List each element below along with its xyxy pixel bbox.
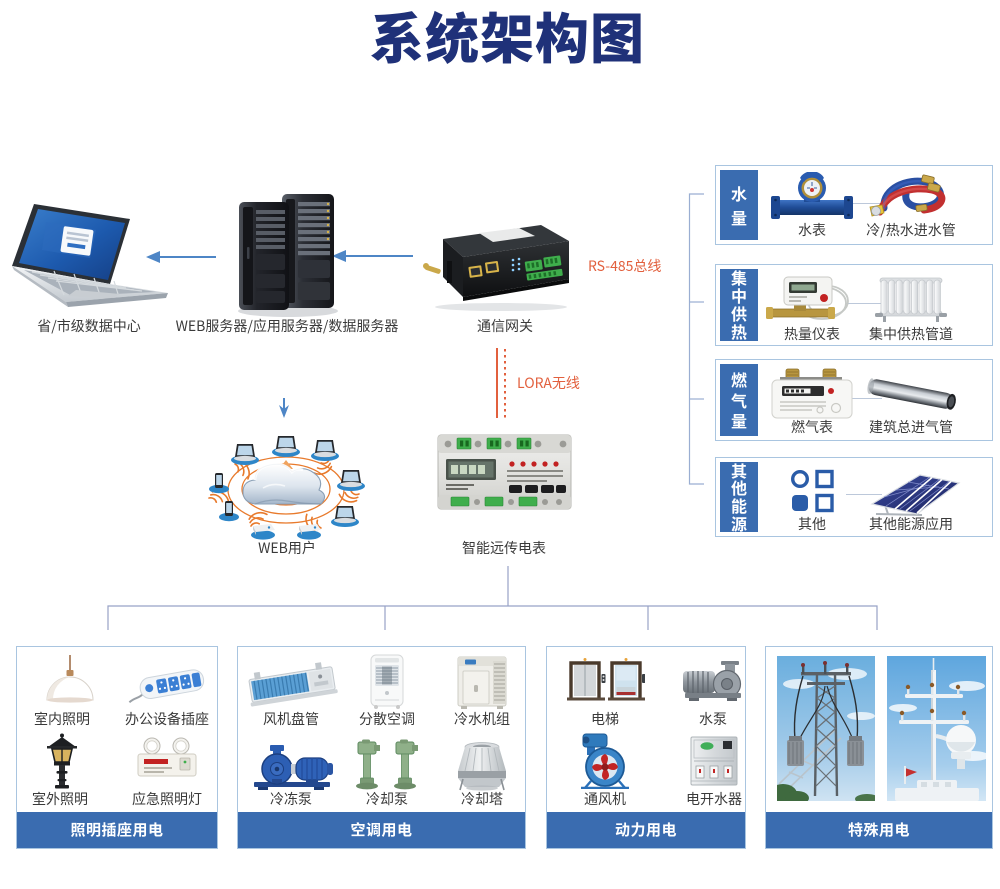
- panel-gas: 燃气量 燃气表: [715, 359, 993, 441]
- arrow-down-to-webusers: [279, 398, 289, 418]
- portable-ac-icon: [362, 653, 412, 709]
- cooling-tower-icon: [450, 739, 514, 791]
- panel-lighting: 室内照明 办公设备插座: [16, 646, 218, 849]
- water-hoses-icon: [864, 172, 959, 222]
- datacenter-laptop-icon: [10, 200, 170, 316]
- panel-special: 特殊用电: [765, 646, 993, 849]
- panel-water: 水量 水表: [715, 165, 993, 245]
- servers-label: WEB服务器/应用服务器/数据服务器: [175, 316, 399, 336]
- smart-meter-label: 智能远传电表: [462, 538, 546, 558]
- water-heater-icon: [687, 735, 741, 787]
- panel-heating-connector: [846, 303, 882, 304]
- solar-panels-icon: [862, 468, 962, 516]
- smart-meter-icon: [437, 431, 572, 513]
- lora-link-label: LORA无线: [517, 373, 580, 393]
- elevator-label: 电梯: [591, 709, 619, 729]
- panel-water-tag: 水量: [720, 170, 758, 240]
- panel-heating-tag: 集中供热: [720, 268, 758, 341]
- gateway-icon: [423, 219, 575, 313]
- outdoor-light-icon: [42, 733, 82, 789]
- panel-special-title: 特殊用电: [766, 812, 992, 848]
- radiator-icon: [874, 275, 948, 323]
- servers-icon: [235, 192, 341, 318]
- freeze-pump-label: 冷冻泵: [270, 789, 312, 809]
- ventilator-label: 通风机: [584, 789, 626, 809]
- gateway-label: 通信网关: [477, 316, 533, 336]
- panel-hvac: 风机盘管 分散空调: [237, 646, 526, 849]
- arrow-gateway-to-servers: [332, 250, 413, 262]
- other-shapes-label: 其他: [798, 514, 826, 534]
- water-heater-label: 电开水器: [686, 789, 742, 809]
- indoor-light-label: 室内照明: [34, 709, 90, 729]
- fan-coil-label: 风机盘管: [263, 709, 319, 729]
- water-meter-label: 水表: [798, 220, 826, 240]
- mast-antenna-photo: [887, 656, 986, 801]
- panel-gas-connector: [846, 398, 882, 399]
- panel-gas-tag: 燃气量: [720, 364, 758, 436]
- heat-meter-label: 热量仪表: [784, 324, 840, 344]
- water-meter-icon: [770, 172, 854, 222]
- solar-panels-label: 其他能源应用: [869, 514, 953, 534]
- panel-other-tag: 其他能源: [720, 461, 758, 532]
- water-pump-label: 水泵: [699, 709, 727, 729]
- chiller-label: 冷水机组: [454, 709, 510, 729]
- cooling-tower-label: 冷却塔: [461, 789, 503, 809]
- gas-meter-icon: [768, 368, 856, 420]
- freeze-pump-icon: [248, 743, 336, 791]
- panel-heating: 集中供热 热量仪表: [715, 264, 993, 346]
- rs485-bus-line: [688, 193, 704, 485]
- water-pump-icon: [681, 659, 745, 703]
- panel-lighting-title: 照明插座用电: [17, 812, 217, 848]
- web-users-label: WEB用户: [258, 538, 316, 558]
- panel-other: 其他能源 其他: [715, 457, 993, 537]
- emergency-light-label: 应急照明灯: [132, 789, 202, 809]
- datacenter-label: 省/市级数据中心: [37, 316, 141, 336]
- panel-water-connector: [846, 203, 882, 204]
- panel-hvac-title: 空调用电: [238, 812, 525, 848]
- rs485-bus-label: RS-485总线: [588, 256, 662, 276]
- gas-meter-label: 燃气表: [791, 417, 833, 437]
- elevator-icon: [567, 657, 645, 701]
- meter-distribution-lines: [107, 566, 878, 630]
- page-title: 系统架构图: [370, 0, 645, 74]
- emergency-light-icon: [132, 737, 202, 779]
- panel-power: 电梯 水泵: [546, 646, 746, 849]
- fan-coil-icon: [246, 659, 338, 709]
- gas-pipe-label: 建筑总进气管: [869, 417, 953, 437]
- cooling-pumps-label: 冷却泵: [366, 789, 408, 809]
- radiator-label: 集中供热管道: [869, 324, 953, 344]
- outdoor-light-label: 室外照明: [32, 789, 88, 809]
- power-strip-label: 办公设备插座: [125, 709, 209, 729]
- power-tower-photo: [777, 656, 875, 801]
- heat-meter-icon: [766, 273, 858, 325]
- ventilator-icon: [577, 731, 633, 789]
- indoor-light-icon: [40, 655, 100, 709]
- water-hoses-label: 冷/热水进水管: [866, 220, 956, 240]
- arrow-servers-to-datacenter: [146, 251, 216, 263]
- power-strip-icon: [125, 665, 209, 705]
- cooling-pumps-icon: [350, 739, 424, 791]
- other-shapes-icon: [789, 468, 835, 514]
- gas-pipe-icon: [864, 372, 959, 416]
- portable-ac-label: 分散空调: [359, 709, 415, 729]
- panel-other-connector: [846, 494, 882, 495]
- lora-link-lines: [496, 348, 506, 418]
- chiller-icon: [453, 655, 511, 709]
- web-users-cloud-icon: [193, 424, 379, 544]
- panel-power-title: 动力用电: [547, 812, 745, 848]
